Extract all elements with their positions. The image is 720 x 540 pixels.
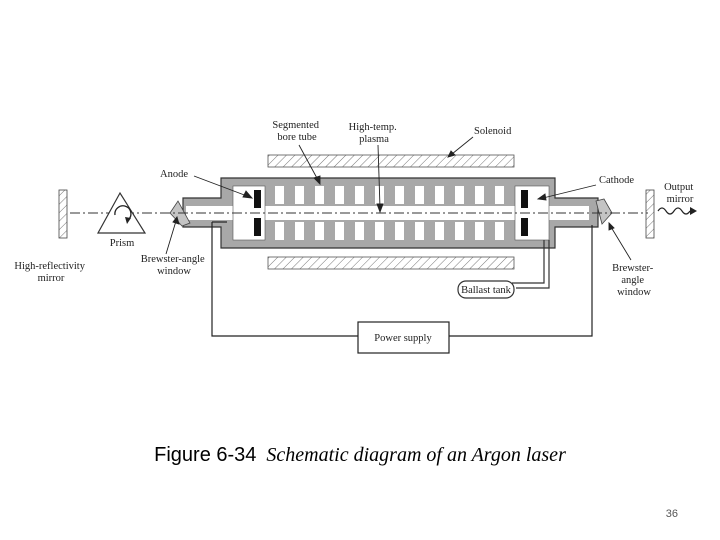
bore-slot-bottom bbox=[415, 222, 424, 240]
output-mirror-label: Output mirror bbox=[664, 182, 696, 205]
bore-slot-bottom bbox=[475, 222, 484, 240]
figure-number: Figure 6-34 bbox=[154, 444, 257, 466]
bore-slot-top bbox=[355, 186, 364, 204]
segmented-bore-tube-label: Segmented bore tube bbox=[272, 120, 321, 143]
brewster-angle-window-left-label: Brewster-angle window bbox=[141, 254, 208, 277]
prism-rotate-icon bbox=[114, 205, 132, 221]
brewster-angle-window-right-label: Brewster- angle window bbox=[612, 263, 656, 298]
bore-slot-top bbox=[335, 186, 344, 204]
argon-laser-diagram: Segmented bore tube High-temp. plasma So… bbox=[14, 120, 697, 354]
output-beam bbox=[657, 207, 691, 215]
bore-slot-top bbox=[295, 186, 304, 204]
power-wire-right bbox=[449, 225, 593, 337]
bore-slot-bottom bbox=[495, 222, 504, 240]
bore-slot-bottom bbox=[335, 222, 344, 240]
bore-slot-bottom bbox=[455, 222, 464, 240]
bore-slot-top bbox=[475, 186, 484, 204]
anode-electrode-top bbox=[254, 190, 261, 208]
cathode-electrode-bottom bbox=[521, 218, 528, 236]
cathode-label: Cathode bbox=[599, 175, 634, 186]
bore-slot-bottom bbox=[375, 222, 384, 240]
figure-title: Schematic diagram of an Argon laser bbox=[266, 444, 566, 466]
bore-slot-top bbox=[415, 186, 424, 204]
bore-slot-bottom bbox=[315, 222, 324, 240]
bore-segments bbox=[275, 186, 504, 240]
bore-channel bbox=[231, 206, 589, 220]
page-number: 36 bbox=[665, 508, 678, 520]
power-wire-left bbox=[211, 222, 358, 337]
power-supply-label: Power supply bbox=[374, 333, 432, 344]
solenoid-bottom bbox=[267, 256, 515, 270]
bore-slot-bottom bbox=[435, 222, 444, 240]
solenoid-label: Solenoid bbox=[474, 126, 512, 137]
output-arrowhead bbox=[690, 207, 697, 215]
solenoid-top bbox=[267, 154, 515, 168]
bore-slot-top bbox=[275, 186, 284, 204]
anode-electrode-bottom bbox=[254, 218, 261, 236]
high-reflectivity-mirror-label: High-reflectivity mirror bbox=[14, 261, 87, 284]
ballast-tank bbox=[457, 280, 515, 299]
power-supply-box bbox=[357, 321, 450, 354]
cathode-electrode-top bbox=[521, 190, 528, 208]
bore-slot-bottom bbox=[275, 222, 284, 240]
bore-slot-top bbox=[455, 186, 464, 204]
bore-slot-bottom bbox=[395, 222, 404, 240]
ballast-tank-label: Ballast tank bbox=[461, 285, 512, 296]
bore-slot-top bbox=[315, 186, 324, 204]
output-mirror bbox=[645, 189, 655, 239]
ballast-pipe bbox=[512, 240, 545, 284]
bore-slot-top bbox=[435, 186, 444, 204]
figure-caption: Figure 6-34 Schematic diagram of an Argo… bbox=[0, 444, 720, 467]
anode-label: Anode bbox=[160, 169, 188, 180]
prism-label: Prism bbox=[110, 238, 135, 249]
high-reflectivity-mirror bbox=[58, 189, 68, 239]
bore-slot-top bbox=[495, 186, 504, 204]
bore-slot-bottom bbox=[355, 222, 364, 240]
bore-slot-top bbox=[395, 186, 404, 204]
high-temp-plasma-label: High-temp. plasma bbox=[349, 122, 400, 145]
bore-slot-bottom bbox=[295, 222, 304, 240]
prism bbox=[96, 191, 147, 234]
